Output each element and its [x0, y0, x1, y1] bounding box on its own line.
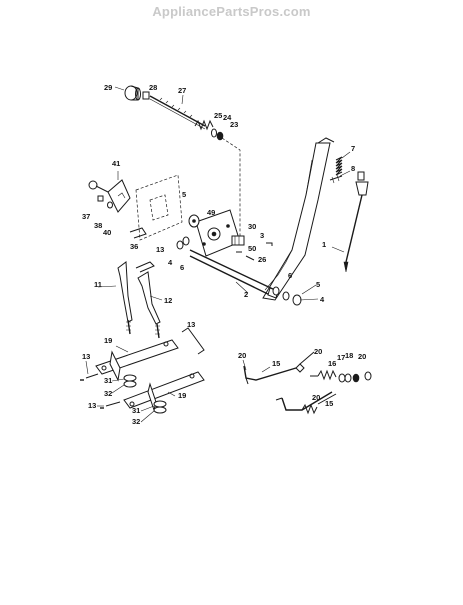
callout-13b: 13 — [187, 320, 195, 329]
adjuster-hardware-part — [338, 371, 372, 383]
adjuster-rod-part — [243, 351, 315, 385]
callout-32b: 32 — [132, 417, 140, 426]
callout-15a: 15 — [272, 359, 280, 368]
callout-7: 7 — [351, 144, 355, 153]
callout-5b: 5 — [316, 280, 320, 289]
bushing-part — [124, 85, 141, 101]
callout-6b: 6 — [288, 271, 292, 280]
callout-leader-lines — [85, 86, 351, 423]
pin-part — [236, 242, 273, 261]
callout-16: 16 — [328, 359, 336, 368]
round-washer-part — [188, 214, 200, 228]
lift-lever-part — [262, 137, 335, 301]
callout-5a: 5 — [182, 190, 186, 199]
mounting-plate-outline — [135, 174, 183, 241]
callout-19a: 19 — [104, 336, 112, 345]
callout-12: 12 — [164, 296, 172, 305]
nut-part — [142, 91, 150, 100]
callout-38: 38 — [94, 221, 102, 230]
assembly-guide-line — [221, 137, 241, 238]
hanger-part — [123, 371, 205, 412]
clip-part — [129, 227, 147, 239]
callout-26: 26 — [258, 255, 266, 264]
callout-1: 1 — [322, 240, 326, 249]
adjuster-spring-part — [310, 369, 337, 381]
callout-19b: 19 — [178, 391, 186, 400]
cotter-pin-part — [80, 327, 205, 409]
callout-4a: 4 — [168, 258, 173, 267]
callout-31b: 31 — [132, 406, 140, 415]
callout-20a: 20 — [238, 351, 246, 360]
callout-28: 28 — [149, 83, 157, 92]
callout-13d: 13 — [88, 401, 96, 410]
collar-part — [231, 235, 245, 246]
adjuster-rod-part — [275, 391, 337, 415]
callout-24: 24 — [223, 113, 232, 122]
callout-23: 23 — [230, 120, 238, 129]
callout-3: 3 — [260, 231, 264, 240]
cotter-pin-part — [135, 261, 155, 273]
callout-2: 2 — [244, 290, 248, 299]
lift-link-part — [117, 261, 133, 335]
callout-25: 25 — [214, 111, 222, 120]
callout-50: 50 — [248, 244, 256, 253]
callout-31a: 31 — [104, 376, 112, 385]
callout-20d: 20 — [312, 393, 320, 402]
callout-13a: 13 — [156, 245, 164, 254]
callout-18: 18 — [345, 351, 353, 360]
callout-30: 30 — [248, 222, 256, 231]
callout-4b: 4 — [320, 295, 325, 304]
callout-11: 11 — [94, 280, 102, 289]
hanger-part — [95, 339, 179, 382]
bracket-part — [88, 179, 131, 213]
nut-washer-part — [123, 374, 167, 414]
release-rod-part — [343, 171, 369, 273]
lift-link-part — [137, 271, 161, 339]
callout-20c: 20 — [358, 352, 366, 361]
callout-36: 36 — [130, 242, 138, 251]
callout-29: 29 — [104, 83, 112, 92]
callout-13c: 13 — [82, 352, 90, 361]
callout-8: 8 — [351, 164, 355, 173]
watermark: AppliancePartsPros.com — [152, 4, 311, 19]
callout-49: 49 — [207, 208, 215, 217]
callout-27: 27 — [178, 86, 186, 95]
callout-20b: 20 — [314, 347, 322, 356]
callout-6a: 6 — [180, 263, 184, 272]
callout-37: 37 — [82, 212, 90, 221]
hardware-part — [176, 236, 302, 306]
callout-40: 40 — [103, 228, 111, 237]
callout-15b: 15 — [325, 399, 333, 408]
handle-spring-part — [329, 156, 343, 184]
callout-17: 17 — [337, 353, 345, 362]
main-bracket-part — [195, 209, 241, 257]
callout-32a: 32 — [104, 389, 112, 398]
washer-part — [211, 128, 224, 141]
spring-part — [194, 119, 214, 131]
callout-41: 41 — [112, 159, 120, 168]
